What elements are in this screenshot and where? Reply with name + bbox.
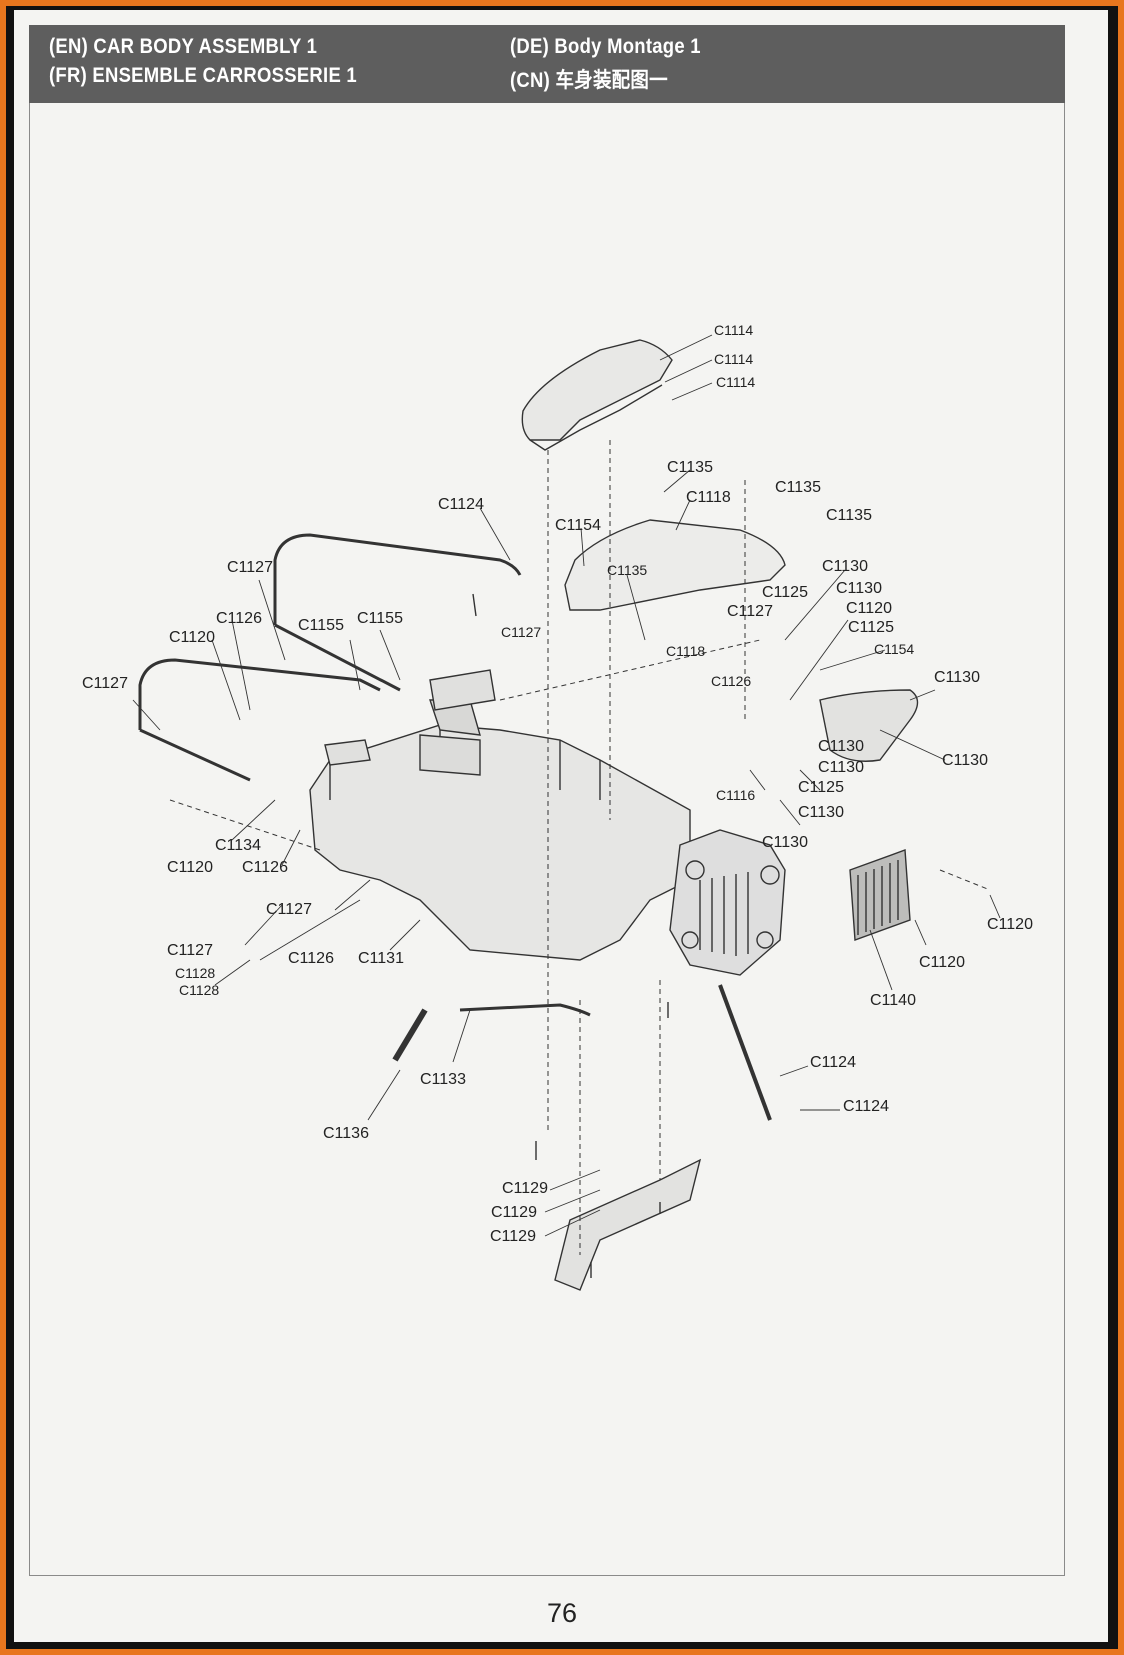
page-header: (EN) CAR BODY ASSEMBLY 1 (FR) ENSEMBLE C…: [29, 25, 1065, 103]
title-fr: (FR) ENSEMBLE CARROSSERIE 1: [49, 64, 357, 87]
part-label: C1128: [179, 982, 220, 998]
part-label: C1134: [215, 837, 261, 854]
part-label: C1126: [216, 610, 262, 627]
part-label: C1116: [716, 787, 756, 803]
part-label: C1135: [775, 479, 821, 496]
part-label: C1120: [987, 916, 1033, 933]
part-label: C1124: [843, 1098, 889, 1115]
part-label: C1118: [666, 643, 706, 659]
part-label: C1127: [227, 559, 273, 576]
page-number: 76: [546, 1598, 578, 1628]
part-label: C1135: [826, 507, 872, 524]
part-label: C1131: [358, 950, 404, 967]
title-de: (DE) Body Montage 1: [510, 35, 701, 58]
title-en: (EN) CAR BODY ASSEMBLY 1: [49, 35, 318, 58]
part-label: C1125: [798, 779, 844, 796]
diagram-frame: [29, 103, 1065, 1576]
part-label: C1140: [870, 992, 916, 1009]
part-label: C1126: [242, 859, 288, 876]
part-label: C1114: [714, 351, 754, 367]
part-label: C1120: [846, 600, 892, 617]
part-label: C1135: [607, 562, 648, 578]
part-label: C1130: [798, 804, 844, 821]
part-label: C1127: [727, 603, 773, 620]
part-label: C1136: [323, 1125, 369, 1142]
part-label: C1124: [438, 496, 484, 513]
part-label: C1130: [818, 759, 864, 776]
part-label: C1127: [167, 942, 213, 959]
part-label: C1130: [942, 752, 988, 769]
part-label: C1133: [420, 1071, 466, 1088]
part-label: C1127: [82, 675, 128, 692]
part-label: C1155: [298, 617, 344, 634]
part-label: C1130: [836, 580, 882, 597]
part-label: C1124: [810, 1054, 856, 1071]
part-label: C1129: [490, 1228, 536, 1245]
part-label: C1114: [716, 374, 756, 390]
part-label: C1126: [711, 673, 752, 689]
part-label: C1154: [555, 517, 601, 534]
part-label: C1130: [822, 558, 868, 575]
part-label: C1125: [848, 619, 894, 636]
part-label: C1120: [169, 629, 215, 646]
part-label: C1120: [167, 859, 213, 876]
part-label: C1125: [762, 584, 808, 601]
part-label: C1130: [818, 738, 864, 755]
part-label: C1155: [357, 610, 403, 627]
part-label: C1118: [686, 489, 731, 506]
part-label: C1135: [667, 459, 713, 476]
part-label: C1126: [288, 950, 334, 967]
part-label: C1130: [762, 834, 808, 851]
part-label: C1130: [934, 669, 980, 686]
part-label: C1129: [491, 1204, 537, 1221]
part-label: C1120: [919, 954, 965, 971]
part-label: C1129: [502, 1180, 548, 1197]
title-cn: (CN) 车身装配图一: [510, 69, 668, 92]
part-label: C1114: [714, 322, 754, 338]
part-label: C1127: [501, 624, 542, 640]
part-label: C1128: [175, 965, 216, 981]
part-label: C1154: [874, 641, 915, 657]
part-label: C1127: [266, 901, 312, 918]
